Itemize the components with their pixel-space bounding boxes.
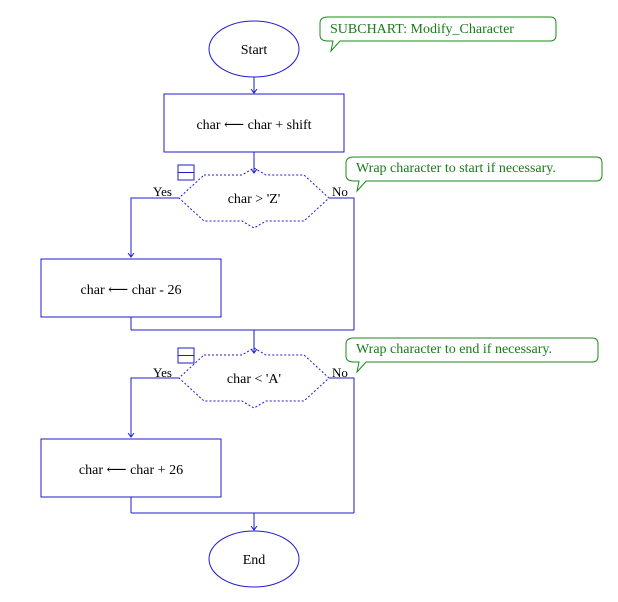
end-label: End: [243, 553, 266, 568]
comment-wrap-start: Wrap character to start if necessary.: [356, 161, 556, 176]
end-terminal[interactable]: End: [208, 530, 300, 588]
start-terminal[interactable]: Start: [208, 20, 300, 78]
subchart-title-callout: SUBCHART: Modify_Character: [319, 16, 557, 53]
no-branch-label-2: No: [332, 365, 348, 380]
yes-branch-label-2: Yes: [153, 365, 172, 380]
comment-wrap-end: Wrap character to end if necessary.: [356, 342, 552, 357]
assignment-shift-label: char ⟵ char + shift: [196, 118, 311, 133]
comment-callout-wrap-end: Wrap character to end if necessary.: [345, 337, 599, 374]
subchart-title: SUBCHART: Modify_Character: [330, 22, 514, 37]
connector-no-2: [329, 377, 355, 513]
assignment-box-shift[interactable]: char ⟵ char + shift: [163, 93, 345, 153]
assignment-plus-26-label: char ⟵ char + 26: [79, 463, 183, 478]
comment-callout-wrap-start: Wrap character to start if necessary.: [345, 156, 603, 193]
connector-no-1: [329, 197, 355, 330]
connector-yes-2: [131, 377, 179, 437]
decision-less-a-label: char < 'A': [227, 372, 281, 387]
start-label: Start: [241, 43, 268, 58]
assignment-box-plus-26[interactable]: char ⟵ char + 26: [40, 438, 222, 498]
assignment-minus-26-label: char ⟵ char - 26: [81, 283, 182, 298]
decision-diamond-greater-z[interactable]: char > 'Z': [177, 164, 330, 229]
yes-branch-label-1: Yes: [153, 184, 172, 199]
decision-diamond-less-a[interactable]: char < 'A': [177, 347, 330, 409]
no-branch-label-1: No: [332, 184, 348, 199]
decision-greater-z-label: char > 'Z': [228, 192, 281, 207]
connector-yes-1: [131, 197, 179, 257]
assignment-box-minus-26[interactable]: char ⟵ char - 26: [40, 258, 222, 318]
